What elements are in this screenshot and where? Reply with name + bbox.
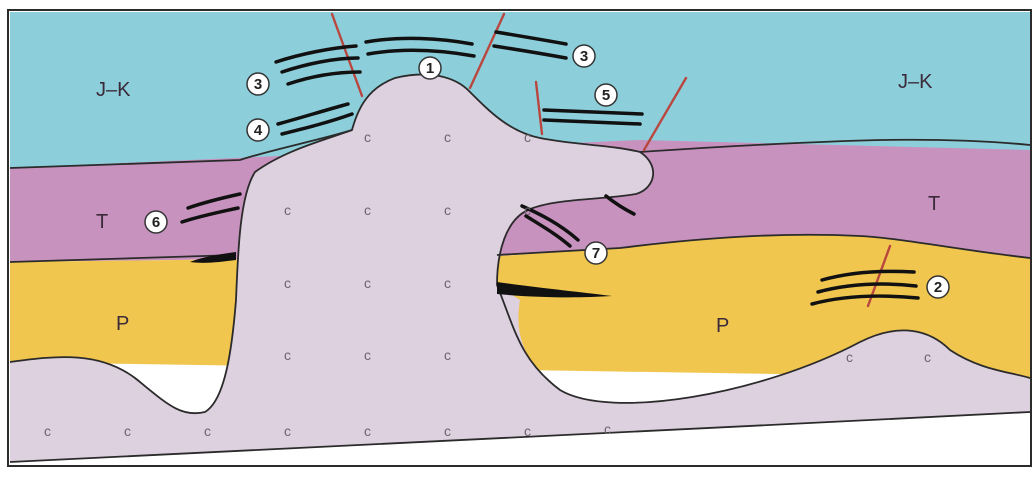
callout-number: 1 bbox=[426, 60, 434, 77]
salt-mark: c bbox=[44, 423, 51, 439]
salt-mark: c bbox=[284, 202, 291, 218]
salt-mark: c bbox=[284, 347, 291, 363]
layer-label-jk-left: J–K bbox=[96, 79, 131, 101]
callout-1: 1 bbox=[419, 57, 441, 79]
salt-mark: c bbox=[524, 202, 531, 218]
salt-mark: c bbox=[444, 423, 451, 439]
salt-mark: c bbox=[524, 423, 531, 439]
salt-mark: c bbox=[444, 347, 451, 363]
callout-3-left: 3 bbox=[247, 73, 269, 95]
callout-6: 6 bbox=[145, 211, 167, 233]
callout-3-right: 3 bbox=[573, 45, 595, 67]
layer-label-t-right: T bbox=[928, 193, 940, 215]
callout-4: 4 bbox=[247, 119, 269, 141]
salt-mark: c bbox=[204, 423, 211, 439]
salt-mark: c bbox=[364, 202, 371, 218]
salt-mark: c bbox=[604, 421, 611, 437]
salt-mark: c bbox=[924, 349, 931, 365]
salt-mark: c bbox=[364, 275, 371, 291]
salt-mark: c bbox=[364, 423, 371, 439]
layer-label-p-left: P bbox=[116, 313, 129, 335]
salt-mark: c bbox=[444, 129, 451, 145]
callout-5: 5 bbox=[595, 84, 617, 106]
salt-mark: c bbox=[364, 347, 371, 363]
callout-number: 6 bbox=[152, 214, 160, 231]
callout-number: 4 bbox=[254, 122, 263, 139]
layer-label-p-right: P bbox=[716, 315, 729, 337]
salt-mark: c bbox=[846, 349, 853, 365]
salt-mark: c bbox=[364, 129, 371, 145]
layer-label-t-left: T bbox=[96, 211, 108, 233]
callout-number: 3 bbox=[254, 76, 262, 93]
salt-mark: c bbox=[284, 275, 291, 291]
salt-mark: c bbox=[444, 202, 451, 218]
callout-number: 2 bbox=[934, 279, 942, 296]
callout-2: 2 bbox=[927, 276, 949, 298]
salt-mark: c bbox=[284, 423, 291, 439]
callout-number: 5 bbox=[602, 87, 610, 104]
salt-mark: c bbox=[124, 423, 131, 439]
salt-mark: c bbox=[524, 129, 531, 145]
callout-number: 3 bbox=[580, 48, 588, 65]
callout-7: 7 bbox=[585, 242, 607, 264]
salt-mark: c bbox=[444, 275, 451, 291]
layer-label-jk-right: J–K bbox=[898, 71, 933, 93]
callout-number: 7 bbox=[592, 245, 600, 262]
